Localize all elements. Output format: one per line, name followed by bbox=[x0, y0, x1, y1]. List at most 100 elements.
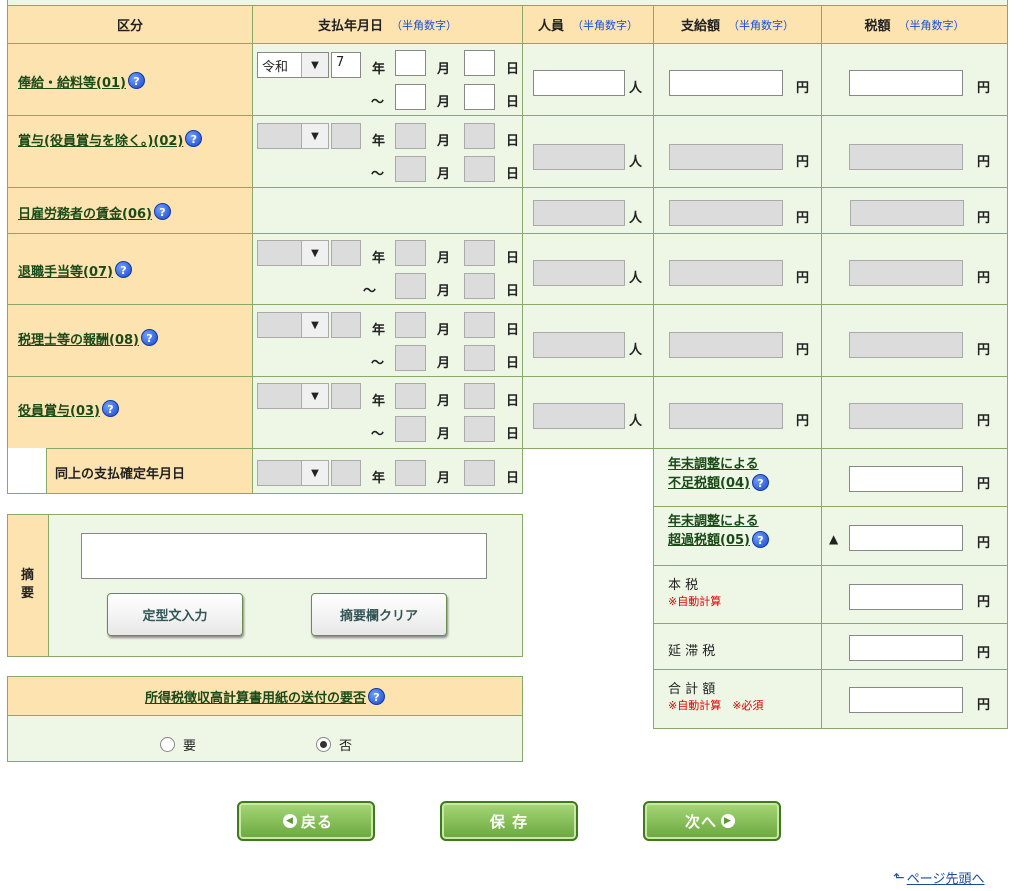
person-label: 人 bbox=[629, 414, 643, 429]
help-icon[interactable]: ? bbox=[101, 400, 119, 417]
help-icon[interactable]: ? bbox=[140, 329, 158, 346]
help-icon[interactable]: ? bbox=[185, 130, 203, 147]
tilde-label: ～ bbox=[371, 356, 385, 371]
era-select[interactable]: ▼ bbox=[257, 383, 329, 409]
tax-amount-input[interactable] bbox=[849, 70, 963, 96]
page-top-label: ページ先頭へ bbox=[906, 872, 985, 887]
day-input[interactable] bbox=[464, 383, 495, 409]
tax-amount-input[interactable] bbox=[849, 332, 963, 358]
yen-label: 円 bbox=[977, 271, 991, 286]
day-labor-link[interactable]: 日雇労務者の賃金(06) bbox=[18, 207, 152, 222]
excess-link-line2[interactable]: 超過税額(05) bbox=[668, 533, 750, 548]
paid-amount-input[interactable] bbox=[669, 144, 783, 170]
day-input[interactable] bbox=[464, 240, 495, 266]
year-input[interactable] bbox=[331, 312, 361, 338]
save-button[interactable]: 保 存 bbox=[440, 801, 578, 841]
mailing-link[interactable]: 所得税徴収高計算書用紙の送付の要否 bbox=[144, 690, 366, 706]
yen-label: 円 bbox=[796, 271, 810, 286]
help-icon[interactable]: ? bbox=[114, 261, 132, 278]
mailing-no-option[interactable]: 否 bbox=[316, 735, 352, 754]
clear-remarks-button[interactable]: 摘要欄クリア bbox=[311, 593, 447, 636]
month-input[interactable] bbox=[395, 383, 426, 409]
month-input[interactable] bbox=[395, 460, 426, 486]
tax-amount-input[interactable] bbox=[849, 403, 963, 429]
officer-bonus-link[interactable]: 役員賞与(03) bbox=[18, 404, 100, 419]
next-button[interactable]: 次へ▶ bbox=[643, 801, 781, 841]
help-icon[interactable]: ? bbox=[368, 687, 385, 705]
year-input[interactable] bbox=[331, 123, 361, 149]
day-input[interactable] bbox=[464, 460, 495, 486]
total-input[interactable] bbox=[849, 687, 963, 713]
mailing-yes-radio[interactable] bbox=[160, 737, 175, 752]
late-tax-input[interactable] bbox=[849, 635, 963, 661]
people-input[interactable] bbox=[533, 200, 625, 226]
day-input-to[interactable] bbox=[464, 345, 495, 371]
tax-amount-input[interactable] bbox=[850, 200, 964, 226]
mailing-no-radio[interactable] bbox=[316, 737, 331, 752]
era-select[interactable]: 令和▼ bbox=[257, 52, 329, 78]
tax-amount-input[interactable] bbox=[849, 260, 963, 286]
people-input[interactable] bbox=[533, 144, 625, 170]
paid-amount-input[interactable] bbox=[669, 403, 783, 429]
month-input[interactable] bbox=[395, 123, 426, 149]
month-input-to[interactable] bbox=[395, 345, 426, 371]
year-input[interactable] bbox=[331, 383, 361, 409]
month-input[interactable] bbox=[395, 312, 426, 338]
remarks-cell: 定型文入力 摘要欄クリア bbox=[48, 514, 523, 657]
day-input[interactable] bbox=[464, 50, 495, 76]
day-input-to[interactable] bbox=[464, 156, 495, 182]
year-input[interactable] bbox=[331, 460, 361, 486]
yen-label: 円 bbox=[977, 646, 991, 661]
salary-link[interactable]: 俸給・給料等(01) bbox=[18, 76, 126, 91]
era-select[interactable]: ▼ bbox=[257, 460, 329, 486]
shortfall-link-line2[interactable]: 不足税額(04) bbox=[668, 476, 750, 491]
mailing-no-label: 否 bbox=[339, 739, 353, 754]
mailing-yes-option[interactable]: 要 bbox=[160, 735, 196, 754]
page-top-link[interactable]: ⬑ ページ先頭へ bbox=[893, 868, 985, 888]
era-select[interactable]: ▼ bbox=[257, 312, 329, 338]
year-input[interactable] bbox=[331, 240, 361, 266]
day-input-to[interactable] bbox=[464, 416, 495, 442]
help-icon[interactable]: ? bbox=[751, 474, 769, 491]
bonus-link[interactable]: 賞与(役員賞与を除く。)(02) bbox=[18, 134, 184, 149]
paid-amount-input[interactable] bbox=[669, 200, 783, 226]
people-input[interactable] bbox=[533, 403, 625, 429]
day-input[interactable] bbox=[464, 123, 495, 149]
row-retirement-category: 退職手当等(07)? bbox=[7, 233, 253, 305]
excess-link-line1[interactable]: 年末調整による bbox=[668, 514, 759, 529]
help-icon[interactable]: ? bbox=[153, 203, 171, 220]
people-input[interactable] bbox=[533, 332, 625, 358]
tax-accountant-link[interactable]: 税理士等の報酬(08) bbox=[18, 333, 139, 348]
year-input[interactable]: 7 bbox=[331, 52, 361, 78]
tax-amount-input[interactable] bbox=[849, 144, 963, 170]
excess-tax-input[interactable] bbox=[849, 525, 963, 551]
paid-amount-input[interactable] bbox=[669, 260, 783, 286]
people-input[interactable] bbox=[533, 70, 625, 96]
month-input[interactable] bbox=[395, 50, 426, 76]
remarks-textarea[interactable] bbox=[81, 533, 487, 579]
month-label: 月 bbox=[437, 284, 451, 299]
era-select[interactable]: ▼ bbox=[257, 240, 329, 266]
month-input-to[interactable] bbox=[395, 273, 426, 299]
paid-amount-input[interactable] bbox=[669, 70, 783, 96]
month-input-to[interactable] bbox=[395, 84, 426, 110]
era-select[interactable]: ▼ bbox=[257, 123, 329, 149]
help-icon[interactable]: ? bbox=[127, 72, 145, 89]
main-tax-input[interactable] bbox=[849, 584, 963, 610]
retirement-link[interactable]: 退職手当等(07) bbox=[18, 265, 113, 280]
paid-amount-input[interactable] bbox=[669, 332, 783, 358]
month-input-to[interactable] bbox=[395, 416, 426, 442]
row-officerbonus-tax: 円 bbox=[821, 376, 1008, 449]
shortfall-link-line1[interactable]: 年末調整による bbox=[668, 457, 759, 472]
day-input-to[interactable] bbox=[464, 273, 495, 299]
day-input[interactable] bbox=[464, 312, 495, 338]
month-label: 月 bbox=[437, 394, 451, 409]
month-input[interactable] bbox=[395, 240, 426, 266]
back-button[interactable]: ◀戻る bbox=[237, 801, 375, 841]
people-input[interactable] bbox=[533, 260, 625, 286]
day-input-to[interactable] bbox=[464, 84, 495, 110]
help-icon[interactable]: ? bbox=[751, 531, 769, 548]
template-text-button[interactable]: 定型文入力 bbox=[107, 593, 243, 636]
shortfall-tax-input[interactable] bbox=[849, 466, 963, 492]
month-input-to[interactable] bbox=[395, 156, 426, 182]
